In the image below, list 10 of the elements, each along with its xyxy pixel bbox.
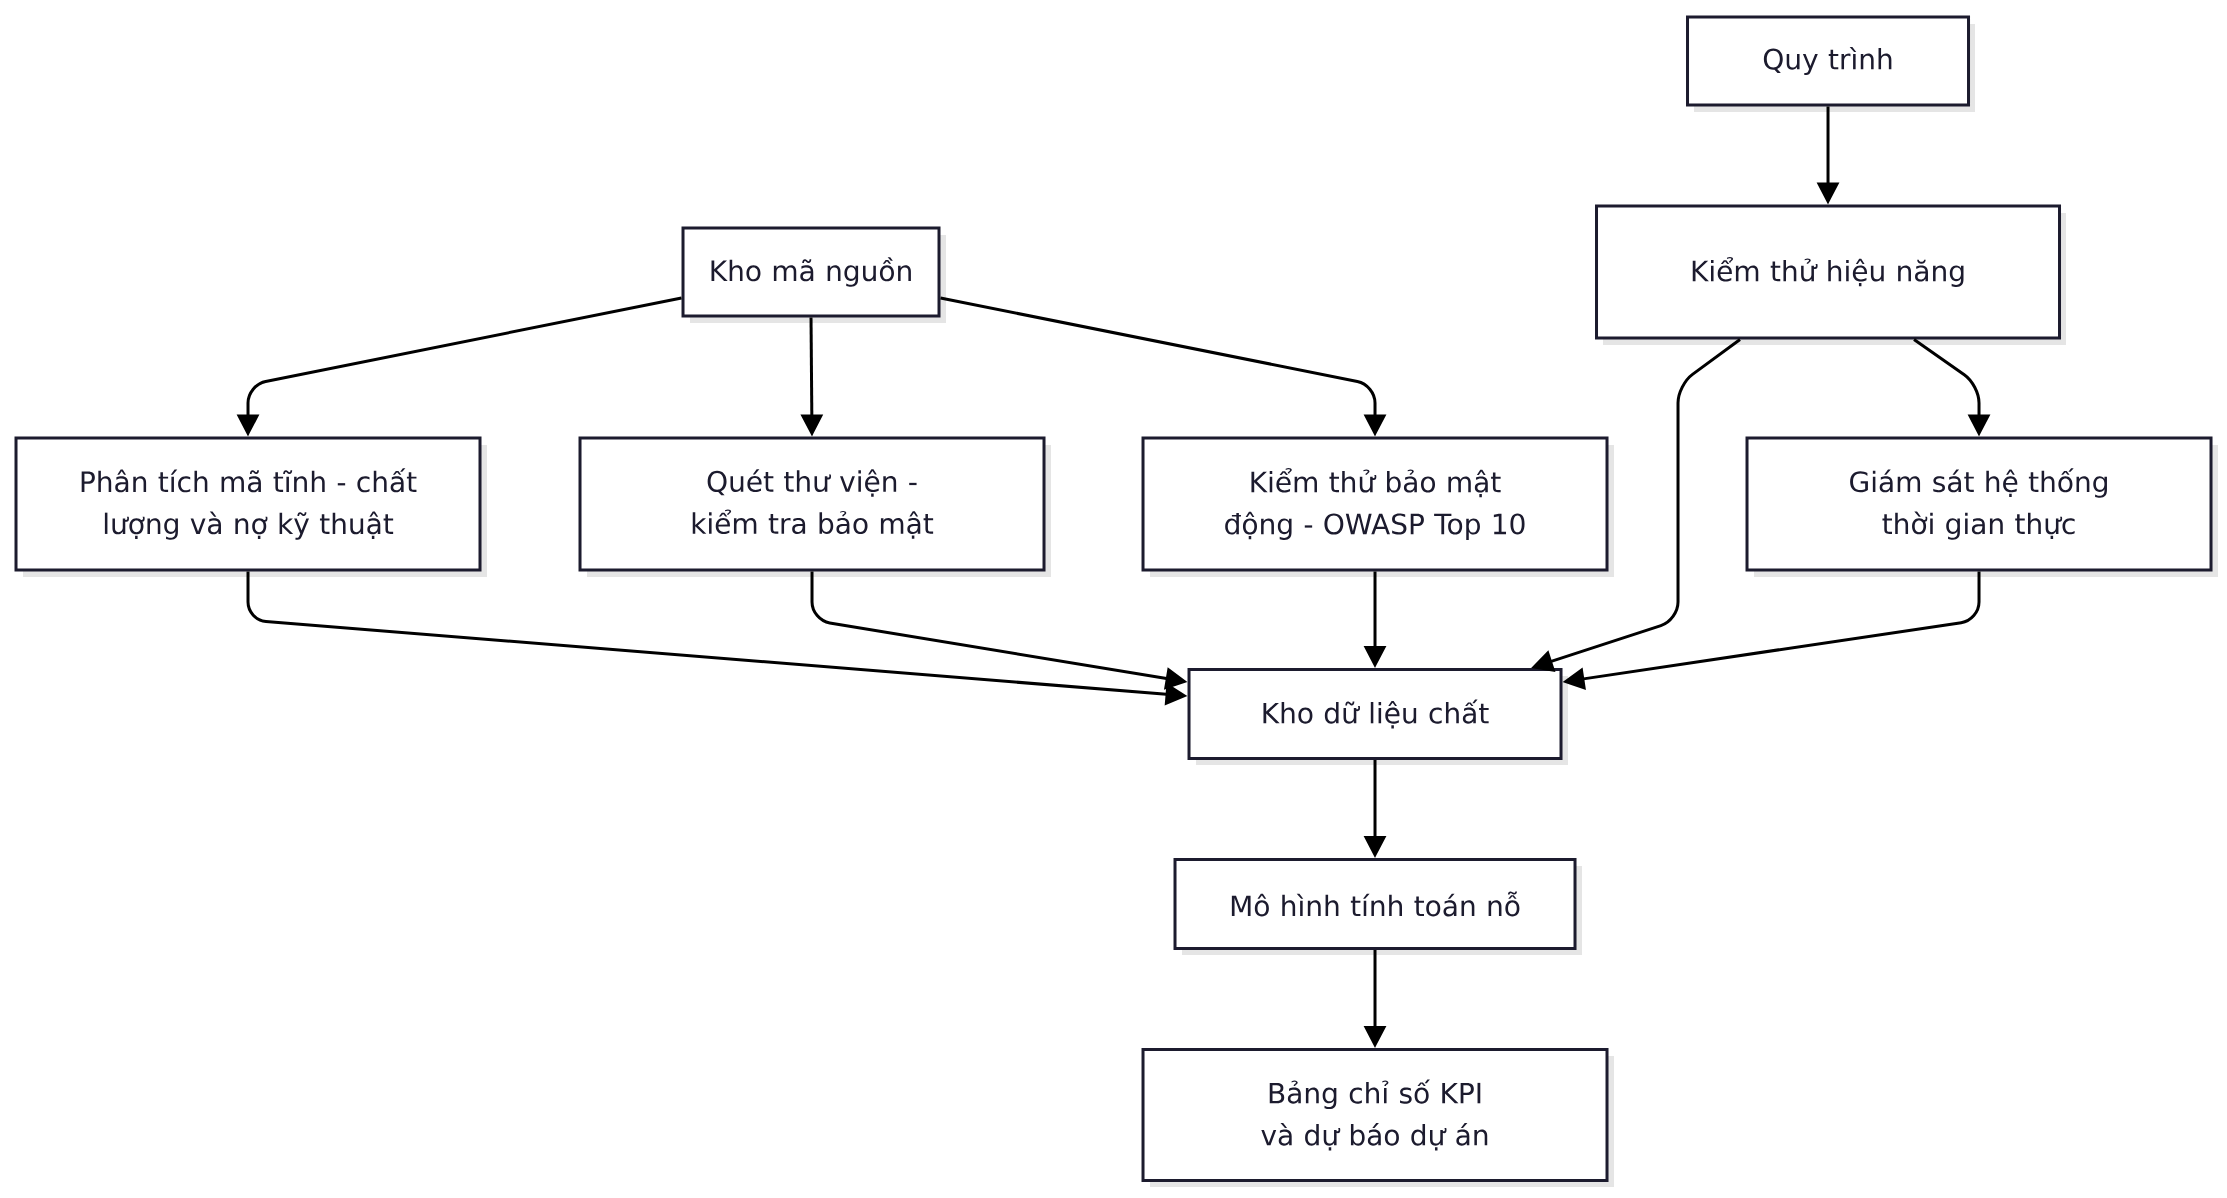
process-box: Quét thư viện - kiểm tra bảo mật <box>578 436 1046 572</box>
process-box: Mô hình tính toán nỗ <box>1173 858 1577 950</box>
process-box: Kho dữ liệu chất <box>1187 668 1563 760</box>
process-box: Kiểm thử bảo mật động - OWASP Top 10 <box>1141 436 1609 572</box>
process-box: Kho mã nguồn <box>681 226 941 318</box>
process-box: Quy trình <box>1686 15 1970 107</box>
process-box: Phân tích mã tĩnh - chất lượng và nợ kỹ thuật <box>14 436 482 572</box>
process-box: Giám sát hệ thống thời gian thực <box>1745 436 2213 572</box>
process-box: Kiểm thử hiệu năng <box>1595 204 2061 340</box>
process-box: Bảng chỉ số KPI và dự báo dự án <box>1141 1048 1609 1182</box>
